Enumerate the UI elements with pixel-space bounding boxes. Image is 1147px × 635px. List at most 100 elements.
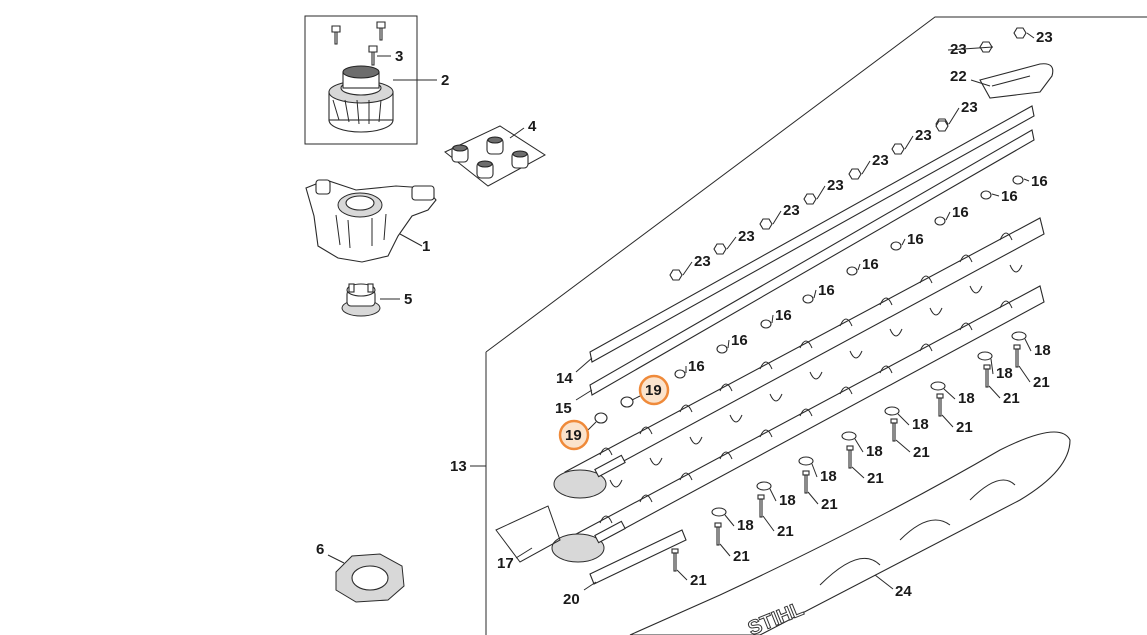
callout-21[interactable]: 21 xyxy=(821,496,838,513)
callout-23[interactable]: 23 xyxy=(1036,29,1053,46)
callout-23[interactable]: 23 xyxy=(827,177,844,194)
callout-21[interactable]: 21 xyxy=(1033,374,1050,391)
callout-18[interactable]: 18 xyxy=(912,416,929,433)
nut-icon xyxy=(848,168,862,180)
callout-21[interactable]: 21 xyxy=(956,419,973,436)
sleeve-part-19a xyxy=(594,396,634,424)
cutter-blade-lower xyxy=(551,285,1045,563)
damper-set-part-4 xyxy=(444,125,546,187)
callout-22[interactable]: 22 xyxy=(950,68,967,85)
callout-21[interactable]: 21 xyxy=(690,572,707,589)
spacer-icon xyxy=(980,190,992,200)
hub-part-5 xyxy=(341,283,381,317)
callout-21[interactable]: 21 xyxy=(733,548,750,565)
callout-16[interactable]: 16 xyxy=(1001,188,1018,205)
screw-shaft xyxy=(759,498,763,518)
screw-icon xyxy=(714,522,722,528)
screw-shaft xyxy=(804,474,808,494)
callout-18[interactable]: 18 xyxy=(958,390,975,407)
callout-23[interactable]: 23 xyxy=(783,202,800,219)
callout-6[interactable]: 6 xyxy=(316,541,324,558)
screw-shaft xyxy=(673,552,677,572)
callout-16[interactable]: 16 xyxy=(862,256,879,273)
screw-icon xyxy=(802,470,810,476)
highlight-callout-19-upper[interactable]: 19 xyxy=(638,374,670,406)
washer-icon xyxy=(977,351,993,361)
spacer-group-16: 16 16 16 16 16 16 16 16 16 xyxy=(674,173,1048,379)
callout-21[interactable]: 21 xyxy=(913,444,930,461)
gasket-part-6 xyxy=(335,553,405,603)
screw-icon xyxy=(890,418,898,424)
callout-1[interactable]: 1 xyxy=(422,238,430,255)
highlight-callout-19-lower[interactable]: 19 xyxy=(558,419,590,451)
callout-5[interactable]: 5 xyxy=(404,291,412,308)
callout-16[interactable]: 16 xyxy=(907,231,924,248)
callout-18[interactable]: 18 xyxy=(737,517,754,534)
screw-part-3 xyxy=(331,21,386,66)
plate-part-20 xyxy=(589,529,687,585)
spacer-icon xyxy=(716,344,728,354)
callout-23[interactable]: 23 xyxy=(915,127,932,144)
spacer-icon xyxy=(760,319,772,329)
callout-23[interactable]: 23 xyxy=(872,152,889,169)
washer-icon xyxy=(1011,331,1027,341)
washer-icon xyxy=(930,381,946,391)
callout-4[interactable]: 4 xyxy=(528,118,537,135)
washer-group-18: 18 18 18 18 18 18 18 18 xyxy=(711,331,1051,534)
screw-shaft xyxy=(1015,348,1019,368)
callout-13[interactable]: 13 xyxy=(450,458,467,475)
callout-15[interactable]: 15 xyxy=(555,400,572,417)
spacer-icon xyxy=(890,241,902,251)
spacer-icon xyxy=(802,294,814,304)
screw-icon xyxy=(1013,344,1021,350)
callout-20[interactable]: 20 xyxy=(563,591,580,608)
washer-icon xyxy=(798,456,814,466)
screw-icon xyxy=(671,548,679,554)
nut-icon xyxy=(935,120,949,132)
callout-16[interactable]: 16 xyxy=(1031,173,1048,190)
washer-icon xyxy=(841,431,857,441)
callout-23[interactable]: 23 xyxy=(694,253,711,270)
callout-2[interactable]: 2 xyxy=(441,72,449,89)
washer-icon xyxy=(884,406,900,416)
callout-18[interactable]: 18 xyxy=(866,443,883,460)
screw-shaft xyxy=(985,368,989,388)
callout-21[interactable]: 21 xyxy=(777,523,794,540)
callout-16[interactable]: 16 xyxy=(688,358,705,375)
callout-23[interactable]: 23 xyxy=(950,41,967,58)
callout-18[interactable]: 18 xyxy=(1034,342,1051,359)
nut-icon xyxy=(803,193,817,205)
callout-16[interactable]: 16 xyxy=(731,332,748,349)
callout-18[interactable]: 18 xyxy=(779,492,796,509)
cutter-blade-upper xyxy=(553,217,1045,499)
screw-icon xyxy=(936,393,944,399)
screw-shaft xyxy=(716,526,720,546)
screw-shaft xyxy=(892,422,896,442)
callout-18[interactable]: 18 xyxy=(996,365,1013,382)
callout-16[interactable]: 16 xyxy=(775,307,792,324)
callout-16[interactable]: 16 xyxy=(818,282,835,299)
nut-icon xyxy=(713,243,727,255)
shim-part-17 xyxy=(495,505,561,563)
callout-23[interactable]: 23 xyxy=(738,228,755,245)
spacer-icon xyxy=(934,216,946,226)
callout-19-lower: 19 xyxy=(565,427,582,444)
callout-16[interactable]: 16 xyxy=(952,204,969,221)
callout-19-upper: 19 xyxy=(645,382,662,399)
callout-21[interactable]: 21 xyxy=(867,470,884,487)
callout-18[interactable]: 18 xyxy=(820,468,837,485)
callout-14[interactable]: 14 xyxy=(556,370,573,387)
callout-23[interactable]: 23 xyxy=(961,99,978,116)
spacer-icon xyxy=(1012,175,1024,185)
nut-icon xyxy=(669,269,683,281)
callout-24[interactable]: 24 xyxy=(895,583,912,600)
callout-17[interactable]: 17 xyxy=(497,555,514,572)
nut-icon xyxy=(1013,27,1027,39)
screw-icon xyxy=(757,494,765,500)
callout-3[interactable]: 3 xyxy=(395,48,403,65)
callout-21[interactable]: 21 xyxy=(1003,390,1020,407)
washer-icon xyxy=(711,507,727,517)
assembly-frame-13 xyxy=(485,16,1147,635)
washer-icon xyxy=(756,481,772,491)
